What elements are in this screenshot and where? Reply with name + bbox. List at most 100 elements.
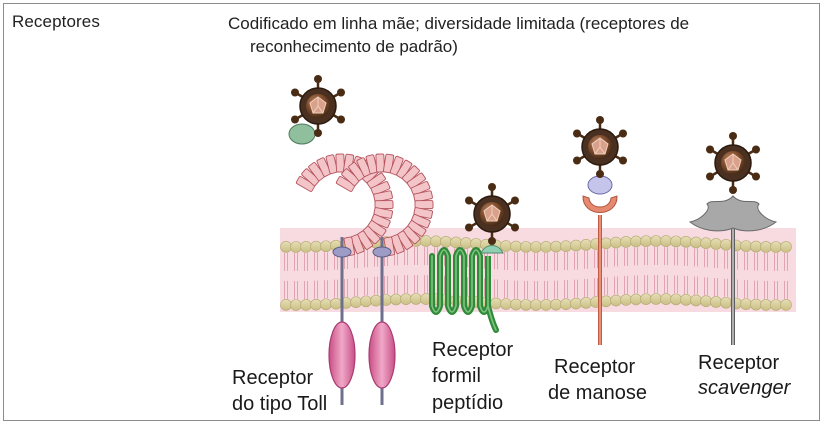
lipid-head [440,235,452,248]
row-label: Receptores [12,12,100,31]
lipid-head [520,299,532,311]
leucine-rich-repeat [390,234,405,254]
leucine-rich-repeat [407,220,427,237]
lipid-head [720,296,732,309]
lipid-head [320,298,332,311]
svg-text:formil: formil [432,365,481,387]
lipid-head [740,298,752,310]
mannose-receptor [571,114,629,345]
svg-text:Receptor: Receptor [432,339,513,361]
lipid-head [530,299,542,311]
lipid-head [670,293,682,306]
lipid-head [650,293,662,305]
lipid-head [450,236,462,249]
lipid-head [540,241,552,253]
lipid-head [720,238,732,251]
leucine-rich-repeat [370,213,391,229]
lipid-head [750,298,762,311]
lipid-head [510,240,522,253]
lipid-head [330,297,342,310]
lipid-head [430,235,442,248]
svg-text:scavenger: scavenger [698,377,792,399]
lipid-head [700,295,712,307]
leucine-rich-repeat [308,162,326,181]
lipid-head [770,241,782,253]
lipid-head [770,299,782,311]
lipid-head [280,241,292,253]
lipid-head [740,240,752,252]
leucine-rich-repeat [356,230,374,250]
lipid-head [570,297,582,310]
leucine-rich-repeat [406,172,426,190]
lipid-head [640,293,652,305]
leucine-rich-repeat [325,154,338,175]
leucine-rich-repeat [301,168,320,186]
lipid-head [700,237,712,249]
lipid-head [390,293,402,306]
leucine-rich-repeat [375,153,385,173]
lipid-head [300,241,312,253]
leucine-rich-repeat [335,153,345,173]
table-row-divider [3,420,820,430]
cell-membrane [280,228,796,312]
lipid-head [460,237,472,249]
lipid-head [680,294,692,306]
lipid-head [550,298,562,311]
lipid-head [290,241,302,253]
leucine-rich-repeat [341,168,360,186]
lipid-head [530,241,542,253]
lipid-head [560,240,572,252]
svg-text:peptídio: peptídio [432,392,503,414]
leucine-rich-repeat [348,162,366,181]
lipid-head [580,297,592,309]
lipid-head [750,240,762,253]
formyl-receptor-label: Receptor formil peptídio [432,339,513,414]
lipid-head [310,240,322,253]
lipid-head [300,299,312,311]
lipid-head [610,236,622,249]
lipid-head [690,236,702,249]
lipid-head [420,235,432,247]
lipid-head [310,298,322,311]
lipid-head [550,240,562,253]
mannose-receptor-label: Receptor de manose [548,356,647,404]
lipid-head [630,293,642,306]
lipid-head [400,293,412,305]
row-description-line-2: reconhecimento de padrão) [250,37,458,56]
lipid-head [670,235,682,248]
lipid-head [660,293,672,305]
leucine-rich-repeat [366,172,386,190]
lipid-head [320,240,332,253]
microbe-icon [704,130,762,196]
leucine-rich-repeat [374,200,394,210]
lipid-head [410,293,422,305]
lipid-head [680,236,692,248]
row-description: Codificado em linha mãe; diversidade lim… [228,12,798,58]
leucine-rich-repeat [410,213,431,229]
svg-text:de manose: de manose [548,382,647,404]
lipid-head [690,294,702,307]
lipid-head [520,241,532,253]
toll-receptor-label: Receptor do tipo Toll [232,367,327,415]
lipid-head [510,298,522,311]
lipid-head [710,238,722,250]
svg-text:do tipo Toll: do tipo Toll [232,393,327,415]
lipid-head [560,298,572,310]
lipid-head [610,294,622,307]
svg-text:Receptor: Receptor [554,356,635,378]
row-description-line-1: Codificado em linha mãe; diversidade lim… [228,14,690,33]
lipid-head [640,235,652,247]
scavenger-receptor [688,130,778,345]
lipid-head [780,241,792,253]
lipid-head [710,296,722,308]
svg-text:Receptor: Receptor [232,367,313,389]
lipid-head [500,298,512,310]
lipid-head [280,299,292,311]
toll-like-receptor [288,73,434,405]
lipid-head [580,239,592,251]
leucine-rich-repeat [401,165,420,184]
lipid-head [760,241,772,253]
leucine-rich-repeat [414,200,434,210]
lipid-head [350,296,362,308]
